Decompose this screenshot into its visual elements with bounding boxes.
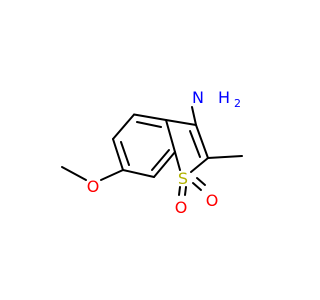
amine-hydrogen-label: H (218, 88, 230, 107)
bond-c7-c7a (153, 151, 176, 178)
bond-c3a-c3 (165, 119, 197, 126)
bond-c5-c6 (112, 138, 124, 171)
amine-hydrogen-count: 2 (234, 97, 241, 110)
bond-s-c7a (174, 151, 181, 171)
bond-c6-c7 (122, 169, 155, 178)
bond-c7-c7a-inner (151, 149, 170, 171)
bond-s-o2-second (196, 177, 206, 186)
bond-c5-c6-inner (120, 141, 130, 166)
bond-c4-c5 (112, 113, 136, 140)
bond-c2-s (190, 157, 209, 173)
methoxy-oxygen-label: O (87, 177, 100, 196)
sulfonyl-oxygen-1-label: O (175, 198, 188, 217)
molecule-drawing: N H 2 S O O O (61, 88, 243, 217)
bond-o-methyl (61, 166, 87, 181)
bond-c2-methyl (207, 155, 243, 159)
atom-labels: N H 2 S O O O (87, 88, 241, 217)
sulfur-label: S (178, 169, 188, 188)
bond-c4-c4-inner (136, 121, 162, 128)
sulfonyl-oxygen-2-label: O (206, 191, 219, 210)
bond-c3-c2-inner (189, 130, 201, 158)
bond-s-o1-second (184, 186, 187, 196)
structure-canvas: N H 2 S O O O (61, 88, 243, 217)
bond-s-o2 (192, 182, 202, 191)
bonds (61, 106, 243, 196)
bond-c7a-c3a (165, 119, 176, 153)
bond-c3a-c4 (133, 113, 167, 121)
bond-s-o1 (178, 186, 181, 196)
nitrogen-label: N (192, 88, 204, 107)
bond-c3-c2 (195, 124, 209, 159)
bond-c6-o-methoxy (100, 169, 124, 181)
bond-c3-n (191, 106, 197, 126)
